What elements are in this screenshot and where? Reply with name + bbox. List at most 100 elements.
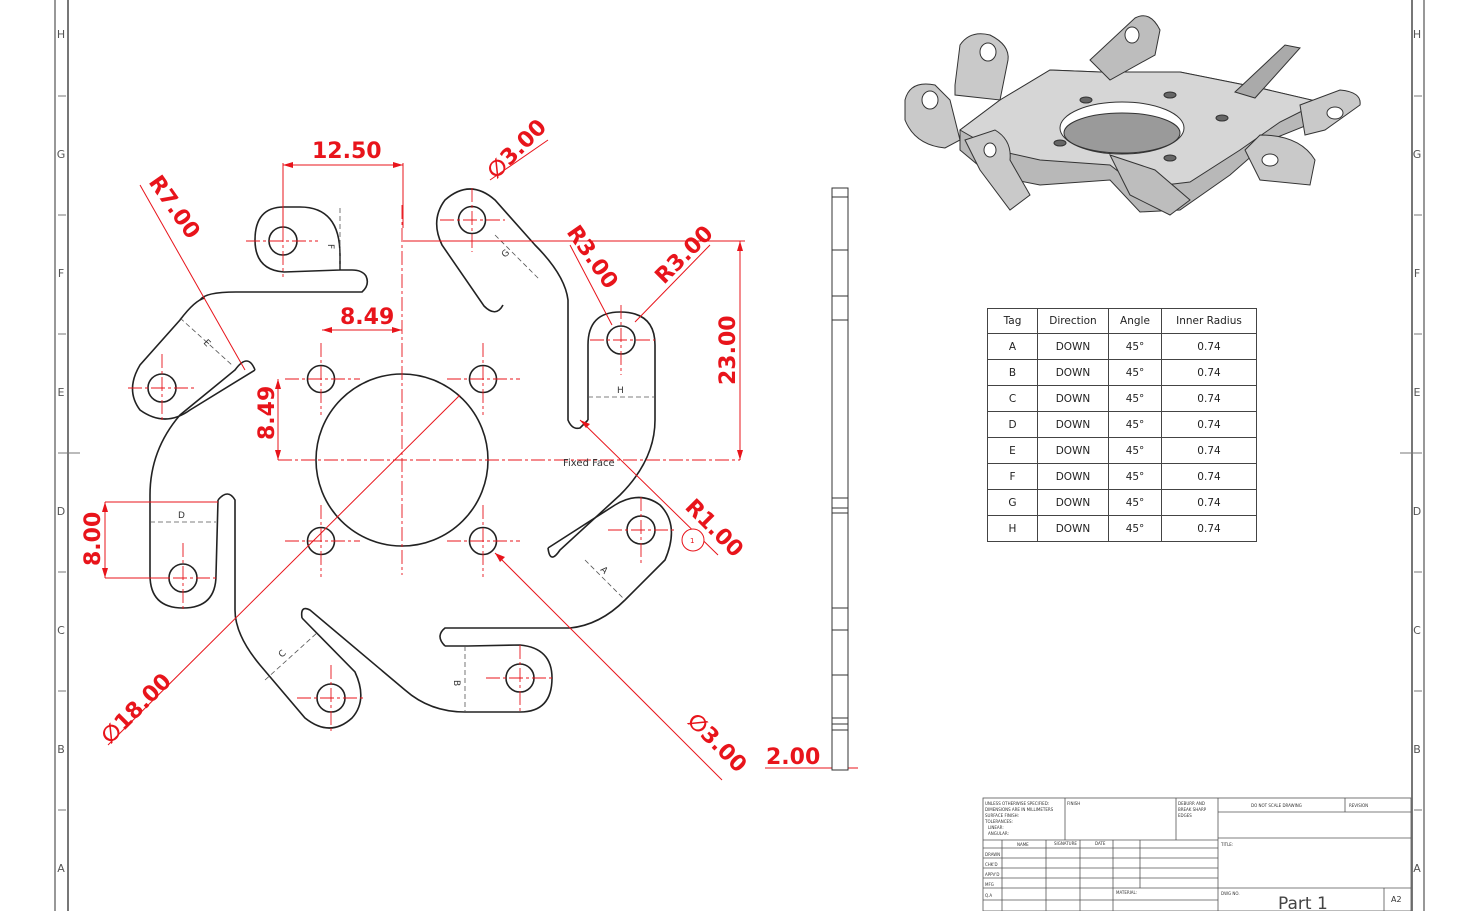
tb-note: LINEAR: [988, 825, 1004, 830]
cell-direction: DOWN [1037, 385, 1109, 412]
zone-label-left: D [56, 505, 66, 518]
title-block-grid [982, 797, 1412, 912]
header-tag: Tag [987, 308, 1038, 334]
dim-text: 8.49 [340, 305, 394, 330]
callout-balloon [681, 528, 705, 552]
center-lines [128, 188, 740, 732]
bend-label-texts: F G H A B C D E [178, 244, 624, 686]
zone-label-right: C [1413, 624, 1421, 637]
header-angle: Angle [1108, 308, 1162, 334]
tb-deburr: DEBURR AND [1178, 801, 1205, 806]
bend-label: G [500, 248, 512, 260]
zone-label-right: B [1413, 743, 1421, 756]
header-direction: Direction [1037, 308, 1109, 334]
tab-a [439, 496, 673, 647]
cell-radius: 0.74 [1161, 515, 1257, 542]
tb-date-col: DATE [1095, 841, 1106, 846]
side-view [831, 187, 849, 771]
cell-tag: D [987, 411, 1038, 438]
cell-direction: DOWN [1037, 489, 1109, 516]
dim-text: R3.00 [561, 221, 622, 294]
cell-angle: 45° [1108, 385, 1162, 412]
cell-angle: 45° [1108, 359, 1162, 386]
isometric-view [904, 15, 1361, 216]
tb-revision: REVISION [1349, 803, 1369, 808]
header-inner-radius: Inner Radius [1161, 308, 1257, 334]
zone-label-left: B [57, 743, 65, 756]
tb-note: DIMENSIONS ARE IN MILLIMETERS [985, 807, 1054, 812]
cell-tag: C [987, 385, 1038, 412]
tb-deburr: EDGES [1178, 813, 1192, 818]
cell-angle: 45° [1108, 489, 1162, 516]
tb-deburr: BREAK SHARP [1178, 807, 1207, 812]
bend-lines [150, 208, 655, 712]
bend-label: A [598, 565, 610, 577]
tab-h [547, 311, 656, 558]
tb-note: UNLESS OTHERWISE SPECIFIED: [985, 801, 1050, 806]
tb-row-label: DRAWN [985, 852, 1001, 857]
zone-label-left: F [57, 267, 65, 280]
cell-tag: G [987, 489, 1038, 516]
cell-direction: DOWN [1037, 411, 1109, 438]
cell-radius: 0.74 [1161, 333, 1257, 360]
tab-c [217, 493, 362, 729]
bend-label: C [277, 649, 289, 661]
bend-label: E [201, 338, 212, 349]
tab-b [300, 607, 553, 713]
tb-do-not-scale: DO NOT SCALE DRAWING [1251, 803, 1302, 808]
bend-label: F [325, 244, 335, 249]
cell-tag: F [987, 463, 1038, 490]
zone-label-right: E [1413, 386, 1421, 399]
tb-row-label: APPV'D [985, 872, 1000, 877]
cell-tag: B [987, 359, 1038, 386]
cell-tag: A [987, 333, 1038, 360]
tb-name-col: NAME [1017, 842, 1029, 847]
zone-label-right: G [1412, 148, 1422, 161]
dim-text: 23.00 [716, 315, 741, 385]
tb-dwg-no: DWG NO. [1221, 891, 1240, 896]
cell-direction: DOWN [1037, 437, 1109, 464]
title-block: UNLESS OTHERWISE SPECIFIED: DIMENSIONS A… [983, 798, 1411, 914]
dimension-texts: 12.50 ∅3.00 R7.00 R3.00 R3.00 8.49 23.00… [81, 115, 820, 778]
dim-text: R3.00 [651, 221, 719, 289]
tb-note: ANGULAR: [988, 831, 1009, 836]
dim-text: 8.00 [81, 512, 106, 566]
bend-table-header: Tag Direction Angle Inner Radius [987, 308, 1257, 334]
bend-label: H [617, 386, 624, 396]
cell-radius: 0.74 [1161, 411, 1257, 438]
dimension-lines [104, 139, 858, 781]
cell-radius: 0.74 [1161, 385, 1257, 412]
zone-label-right: F [1413, 267, 1421, 280]
sheet-frame [54, 0, 1425, 911]
cell-tag: H [987, 515, 1038, 542]
cell-radius: 0.74 [1161, 489, 1257, 516]
cell-radius: 0.74 [1161, 437, 1257, 464]
bend-label: B [451, 680, 461, 686]
tb-signature-col: SIGNATURE [1054, 841, 1077, 846]
tb-material: MATERIAL: [1116, 890, 1138, 895]
fixed-face-label: Fixed Face [563, 458, 615, 469]
cell-direction: DOWN [1037, 463, 1109, 490]
cell-direction: DOWN [1037, 359, 1109, 386]
cell-angle: 45° [1108, 437, 1162, 464]
callout-label: 1 [690, 537, 694, 545]
cell-angle: 45° [1108, 411, 1162, 438]
bend-label: D [178, 511, 185, 521]
tb-finish: FINISH [1067, 801, 1081, 806]
dim-text: 2.00 [766, 745, 820, 770]
dim-text: ∅3.00 [682, 709, 751, 778]
tab-e [131, 297, 256, 420]
dim-text: 12.50 [312, 139, 382, 164]
tb-row-label: Q.A [985, 893, 993, 898]
cell-direction: DOWN [1037, 515, 1109, 542]
tab-f [199, 206, 369, 301]
cell-angle: 45° [1108, 463, 1162, 490]
